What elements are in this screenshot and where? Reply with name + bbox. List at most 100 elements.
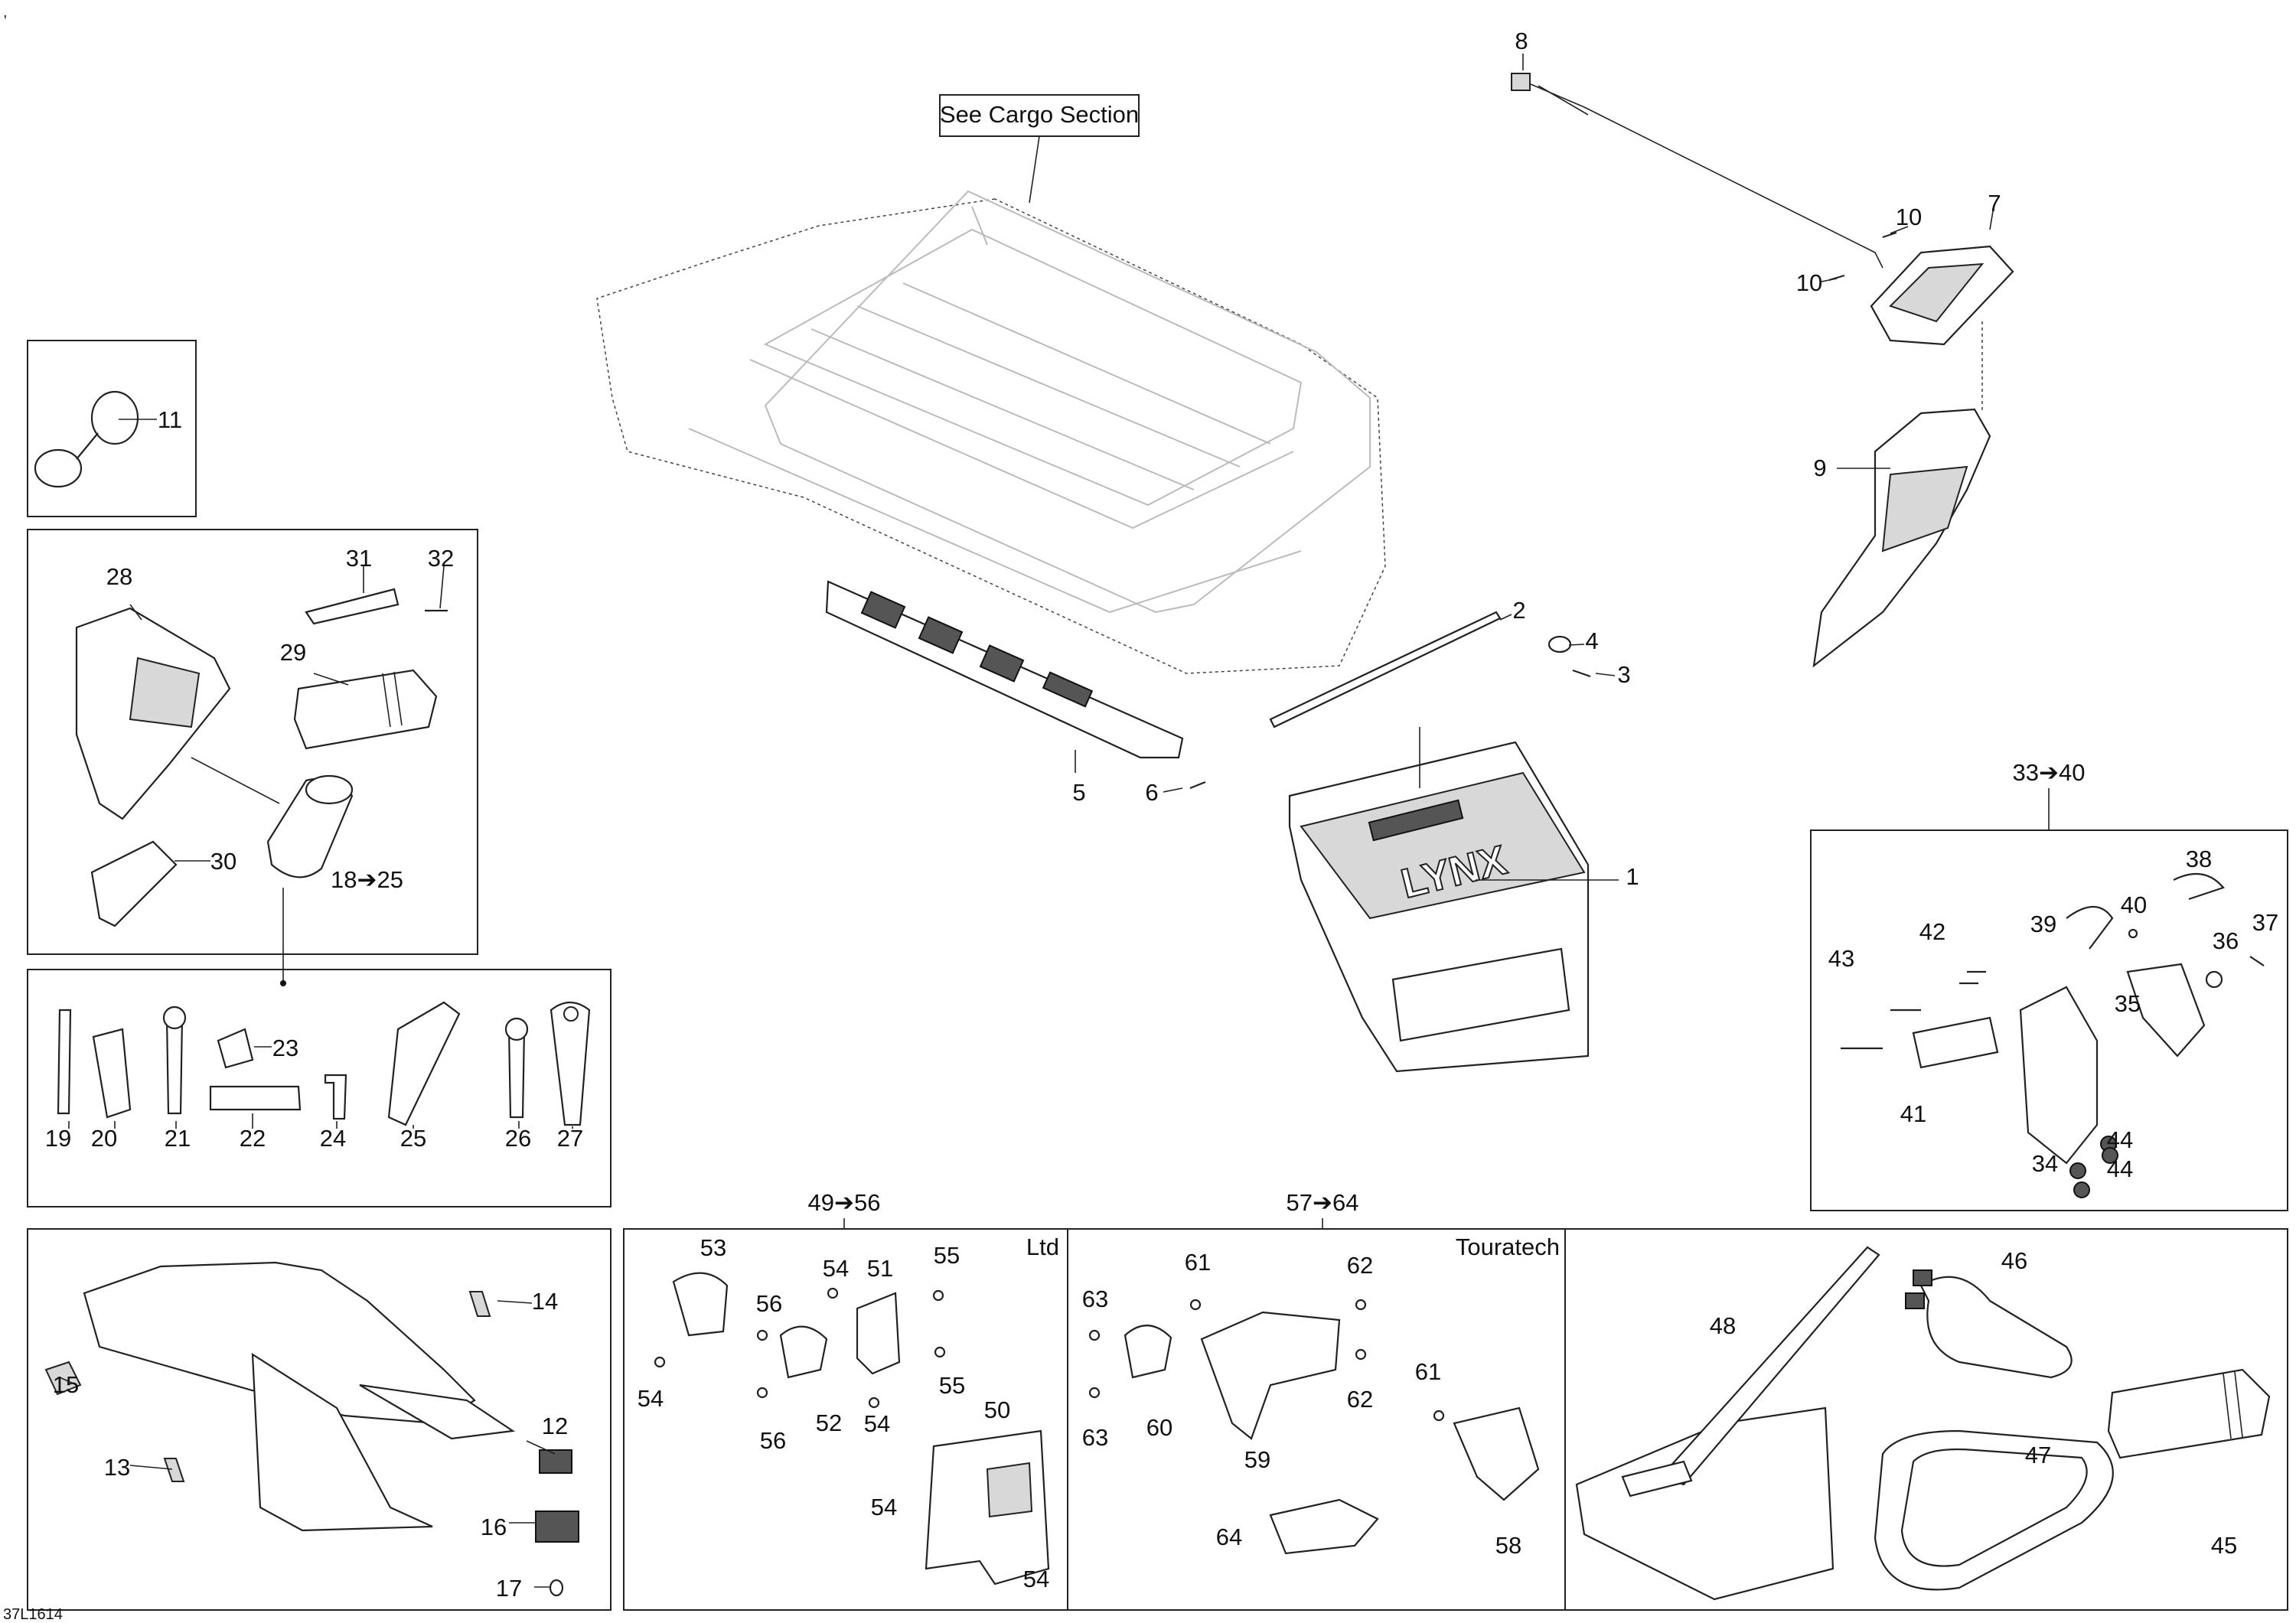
callout-l22: 22 xyxy=(240,1125,266,1152)
callout-l47: 47 xyxy=(2025,1442,2051,1468)
callout-l53: 53 xyxy=(700,1234,726,1261)
part-3-bolt xyxy=(1572,669,1591,678)
part-35 xyxy=(2126,963,2206,1058)
part-51 xyxy=(856,1292,901,1375)
callout-l44b: 44 xyxy=(2107,1155,2133,1182)
part-11-mirror xyxy=(34,390,139,488)
part-8-harness xyxy=(1511,73,1883,269)
panel-title-ltd: Ltd xyxy=(1026,1234,1059,1260)
panel-title-touratech: Touratech xyxy=(1456,1234,1560,1260)
panel-kit-frame xyxy=(1564,1228,2288,1611)
callout-l59: 59 xyxy=(1244,1446,1270,1473)
part-9-housing xyxy=(1812,408,1991,668)
callout-l4: 4 xyxy=(1585,627,1598,654)
callout-l54e: 54 xyxy=(1023,1566,1049,1592)
callout-l58: 58 xyxy=(1495,1532,1521,1559)
part-1-mud-flap: LYNX xyxy=(1288,741,1590,1073)
tool-22 xyxy=(209,1085,302,1111)
callout-l15: 15 xyxy=(53,1371,79,1398)
tool-21 xyxy=(162,1005,187,1115)
callout-l34: 34 xyxy=(2032,1150,2058,1177)
callout-l56b: 56 xyxy=(760,1427,786,1454)
callout-l28: 28 xyxy=(106,563,132,590)
part-7-light xyxy=(1870,245,2014,346)
part-4-washer xyxy=(1548,635,1572,653)
tool-24 xyxy=(324,1074,347,1120)
callout-l12: 12 xyxy=(542,1413,568,1439)
callout-l52: 52 xyxy=(816,1410,842,1436)
part-5-side-panel xyxy=(825,580,1184,759)
callout-l21: 21 xyxy=(165,1125,191,1152)
callout-l43: 43 xyxy=(1828,945,1854,972)
callout-l30: 30 xyxy=(210,848,236,875)
callout-l48: 48 xyxy=(1710,1312,1736,1339)
part-52 xyxy=(779,1325,828,1379)
group-label-18-25: 18➔25 xyxy=(331,866,403,893)
panel-tools-frame xyxy=(27,969,612,1207)
part-snowmobile-outline xyxy=(44,1261,516,1532)
group-label-49-56: 49➔56 xyxy=(808,1189,881,1216)
group-label-57-64: 57➔64 xyxy=(1287,1189,1359,1216)
part-30-strap xyxy=(90,840,178,927)
callout-l37: 37 xyxy=(2252,909,2278,936)
tool-26 xyxy=(504,1017,529,1119)
callout-l60: 60 xyxy=(1146,1414,1172,1441)
part-12-decal xyxy=(539,1449,572,1474)
part-6-screw xyxy=(1189,781,1206,790)
part-17-clip xyxy=(549,1579,564,1597)
callout-l25a: 25 xyxy=(400,1125,426,1152)
callout-l46: 46 xyxy=(2001,1247,2027,1274)
callout-l17: 17 xyxy=(496,1575,522,1602)
callout-l44a: 44 xyxy=(2107,1126,2133,1153)
callout-l9: 9 xyxy=(1813,455,1826,481)
callout-l54c: 54 xyxy=(864,1410,890,1437)
callout-l63b: 63 xyxy=(1082,1424,1108,1451)
part-46-cable xyxy=(1905,1269,2073,1379)
callout-l32: 32 xyxy=(428,545,454,572)
callout-l24: 24 xyxy=(320,1125,346,1152)
cargo-note-text: See Cargo Section xyxy=(940,101,1139,128)
callout-l54b: 54 xyxy=(638,1385,664,1412)
callout-l20: 20 xyxy=(91,1125,117,1152)
callout-l19: 19 xyxy=(45,1125,71,1152)
part-28-bag xyxy=(75,607,231,820)
callout-l36: 36 xyxy=(2213,927,2239,954)
panel-accessories-frame xyxy=(27,529,478,955)
callout-l2: 2 xyxy=(1512,597,1525,624)
callout-l16: 16 xyxy=(481,1514,507,1540)
part-60 xyxy=(1124,1325,1172,1379)
callout-l63a: 63 xyxy=(1082,1286,1108,1312)
callout-l5: 5 xyxy=(1072,779,1085,806)
cargo-rack-ghost xyxy=(596,190,1386,674)
callout-l35: 35 xyxy=(2115,990,2141,1017)
part-2-bar xyxy=(1269,611,1502,728)
part-48-shovel xyxy=(1575,1246,1880,1601)
leader-lines xyxy=(59,54,2050,1588)
callout-l27: 27 xyxy=(557,1125,583,1152)
callout-l41: 41 xyxy=(1900,1100,1926,1127)
callout-l50: 50 xyxy=(984,1396,1010,1423)
part-13-decal xyxy=(163,1458,185,1482)
ltd-parts xyxy=(654,1272,1050,1586)
callout-l40: 40 xyxy=(2121,891,2147,918)
part-29-pouch xyxy=(293,669,438,750)
tool-25 xyxy=(387,1001,461,1126)
tool-23 xyxy=(217,1028,254,1069)
part-59 xyxy=(1200,1311,1341,1440)
callout-l23: 23 xyxy=(272,1035,298,1061)
callout-l55b: 55 xyxy=(939,1372,965,1399)
hitch-parts xyxy=(1841,872,2265,1198)
part-41 xyxy=(1912,1016,1999,1069)
callout-l10b: 10 xyxy=(1796,269,1822,296)
callout-l62b: 62 xyxy=(1347,1386,1373,1413)
callout-l3: 3 xyxy=(1617,661,1630,688)
part-10-screws xyxy=(1828,231,1897,282)
tool-20 xyxy=(92,1028,132,1119)
callout-l6: 6 xyxy=(1145,779,1158,806)
callout-l64: 64 xyxy=(1216,1524,1242,1550)
part-47-strap xyxy=(1874,1429,2114,1591)
callout-l61b: 61 xyxy=(1415,1358,1441,1385)
drawing-code: 37L1614 xyxy=(3,1606,63,1623)
tool-19 xyxy=(57,1009,72,1115)
